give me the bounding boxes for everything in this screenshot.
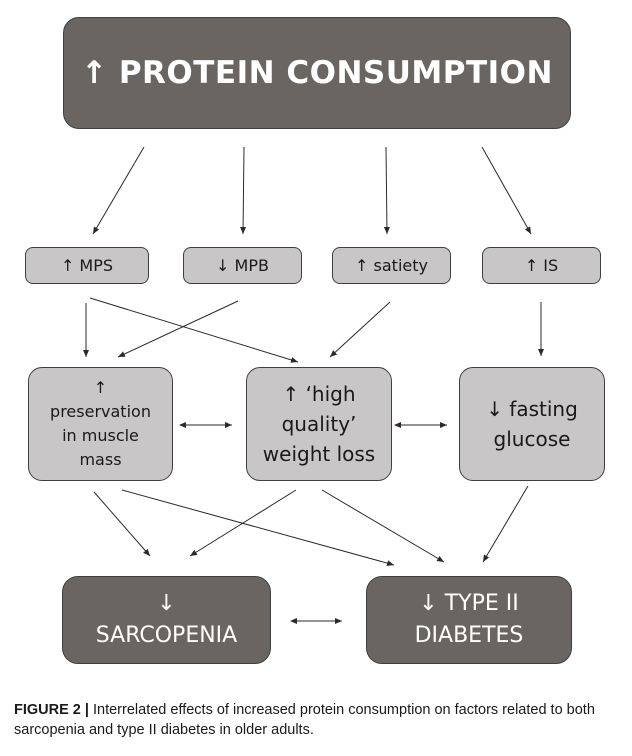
- arrow-top-to-is: [481, 146, 532, 235]
- preservation-line-2: preservation: [50, 402, 151, 421]
- high-quality-line-2: quality’: [281, 412, 357, 436]
- protein-consumption-label: ↑ PROTEIN CONSUMPTION: [81, 55, 553, 91]
- type-ii-diabetes-box: ↓ TYPE II DIABETES: [366, 576, 572, 664]
- sarcopenia-box: ↓ SARCOPENIA: [62, 576, 271, 664]
- satiety-box: ↑ satiety: [332, 247, 451, 284]
- fasting-line-2: glucose: [493, 427, 571, 451]
- preservation-line-4: mass: [79, 450, 122, 469]
- high-quality-line-1: ↑ ‘high: [282, 382, 356, 406]
- arrow-preservation-to-diabetes: [121, 489, 395, 567]
- diabetes-line-1: ↓ TYPE II: [419, 591, 519, 616]
- arrow-satiety-to-highquality: [329, 301, 391, 358]
- mpb-label: ↓ MPB: [216, 256, 269, 275]
- protein-consumption-box: ↑ PROTEIN CONSUMPTION: [63, 17, 571, 129]
- preservation-line-1: ↑: [93, 378, 108, 397]
- figure-caption-text: Interrelated effects of increased protei…: [14, 702, 595, 738]
- arrow-mps-to-highquality: [89, 297, 299, 363]
- arrow-top-to-mps: [92, 146, 145, 235]
- diabetes-line-2: DIABETES: [414, 623, 524, 648]
- mps-label: ↑ MPS: [60, 256, 114, 275]
- mpb-box: ↓ MPB: [183, 247, 302, 284]
- sarcopenia-line-2: SARCOPENIA: [95, 623, 238, 648]
- sarcopenia-line-1: ↓: [157, 591, 176, 616]
- arrow-preservation-to-sarcopenia: [93, 491, 151, 557]
- connector-arrows: [83, 146, 544, 624]
- preservation-line-3: in muscle: [62, 426, 139, 445]
- is-box: ↑ IS: [482, 247, 601, 284]
- arrow-top-to-satiety: [383, 146, 390, 235]
- high-quality-line-3: weight loss: [262, 442, 376, 466]
- arrow-top-to-mpb: [240, 146, 247, 235]
- figure-caption-label: FIGURE 2 |: [14, 702, 89, 718]
- mps-box: ↑ MPS: [25, 247, 149, 284]
- arrow-fasting-to-diabetes: [482, 485, 529, 563]
- figure-caption: FIGURE 2 | Interrelated effects of incre…: [14, 700, 618, 740]
- arrow-highquality-to-diabetes: [321, 489, 445, 563]
- arrow-highquality-to-sarcopenia: [189, 489, 297, 557]
- satiety-label: ↑ satiety: [355, 256, 428, 275]
- fasting-line-1: ↓ fasting: [486, 397, 578, 421]
- arrow-mpb-to-preservation: [117, 300, 239, 358]
- preservation-muscle-mass-box: ↑ preservation in muscle mass: [28, 367, 173, 481]
- is-label: ↑ IS: [524, 256, 559, 275]
- high-quality-weight-loss-box: ↑ ‘high quality’ weight loss: [246, 367, 392, 481]
- fasting-glucose-box: ↓ fasting glucose: [459, 367, 605, 481]
